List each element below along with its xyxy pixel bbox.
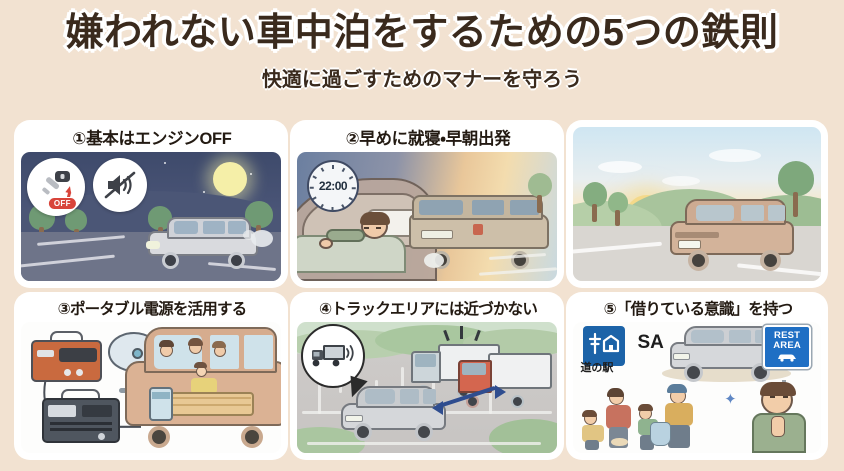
header: 嫌われない車中泊をするための5つの鉄則 快適に過ごすためのマナーを守ろう	[0, 0, 844, 92]
card-2[interactable]: ②早めに就寝・早朝出発	[290, 120, 564, 288]
moon-icon	[213, 162, 247, 196]
rest-area-sign: REST AREA	[763, 324, 812, 369]
rest-area-line2: AREA	[773, 339, 801, 351]
exhaust-smoke	[424, 253, 445, 269]
page-title: 嫌われない車中泊をするための5つの鉄則	[65, 12, 779, 54]
speech-bubble-truck	[301, 324, 365, 388]
michinoeki-label: 道の駅	[580, 361, 614, 374]
silver-minivan	[143, 214, 263, 269]
sparkle-icon: ✦	[724, 391, 737, 409]
card-4-title: ④トラックエリアには近づかない	[318, 301, 538, 318]
clock-time: 22:00	[318, 179, 348, 193]
card-3-title: ③ポータブル電源を活用する	[57, 301, 248, 318]
card-2-scene: 22:00	[297, 152, 557, 281]
family-picking-litter	[578, 382, 717, 451]
card-3[interactable]: ③ポータブル電源を活用する	[14, 292, 288, 460]
family-van	[125, 325, 281, 448]
silver-car	[339, 382, 448, 441]
sunrise-scene	[573, 127, 821, 281]
card-1-title: ①基本はエンジンOFF	[72, 130, 232, 148]
car-key-icon: OFF	[27, 158, 85, 216]
michinoeki-sign	[582, 325, 625, 366]
card-grid: ①基本はエンジンOFF	[14, 120, 830, 460]
card-sunrise[interactable]	[566, 120, 828, 288]
silver-minivan	[662, 325, 792, 382]
card-5-title: ⑤「借りている意識」を持つ	[603, 301, 794, 318]
person-sleeping	[318, 212, 401, 250]
dark-power-station	[41, 389, 120, 443]
exhaust-smoke	[251, 230, 274, 248]
card-1[interactable]: ①基本はエンジンOFF	[14, 120, 288, 288]
rest-area-line1: REST	[774, 329, 801, 341]
tan-suv	[667, 198, 796, 272]
off-badge: OFF	[47, 197, 77, 210]
person-bowing-thanks	[742, 382, 816, 453]
card-5[interactable]: ⑤「借りている意識」を持つ 道の駅 SA	[566, 292, 828, 460]
beige-minivan	[406, 193, 552, 269]
card-1-scene: OFF	[21, 152, 281, 281]
card-4[interactable]: ④トラックエリアには近づかない	[290, 292, 564, 460]
orange-power-station	[31, 331, 102, 383]
card-2-title: ②早めに就寝・早朝出発	[345, 130, 511, 148]
page-subtitle: 快適に過ごすためのマナーを守ろう	[261, 68, 583, 91]
sa-label: SA	[637, 332, 664, 354]
card-3-scene	[21, 322, 281, 453]
card-5-scene: 道の駅 SA REST AREA	[573, 322, 821, 453]
red-truck	[458, 351, 552, 409]
trash-bag	[650, 421, 671, 447]
wall-clock: 22:00	[307, 160, 359, 212]
card-4-scene	[297, 322, 557, 453]
speaker-mute-icon	[93, 158, 147, 212]
